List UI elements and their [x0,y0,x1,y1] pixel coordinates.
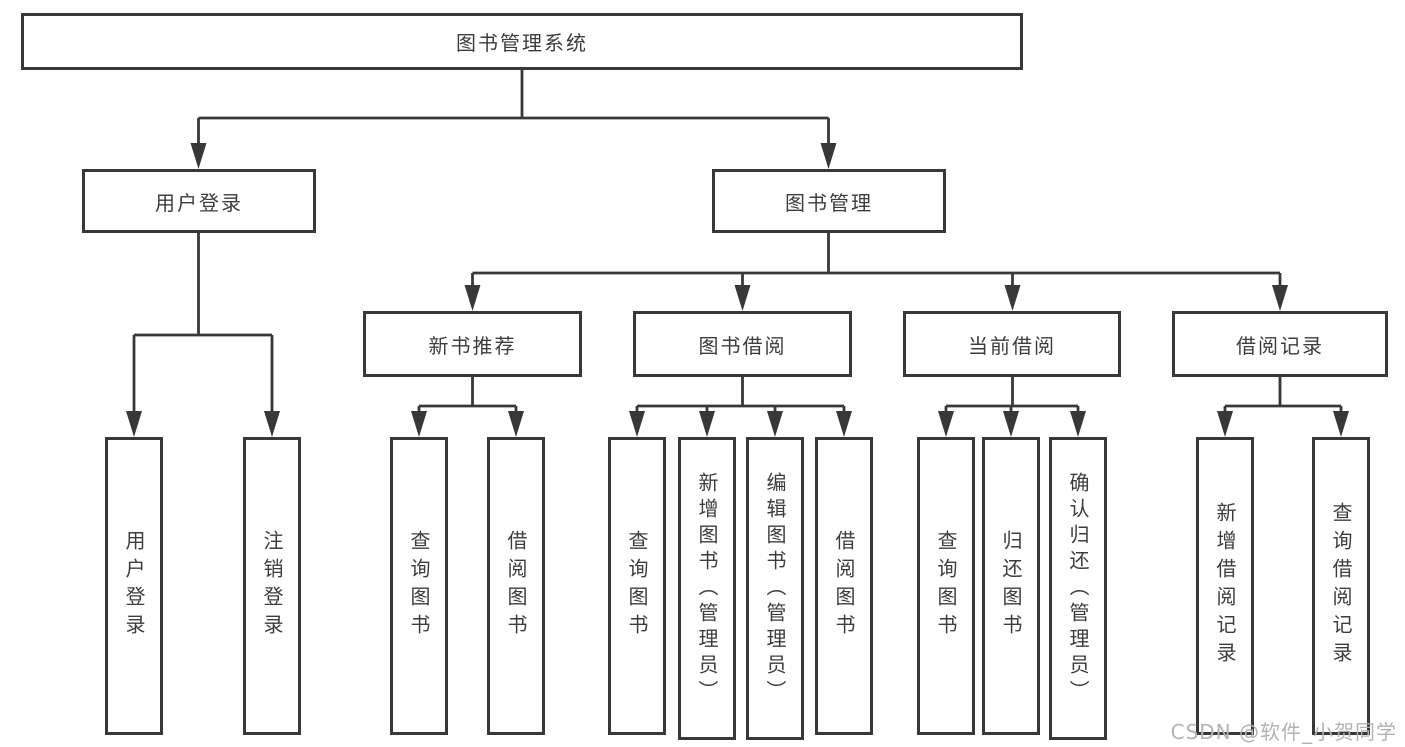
node-new-book-recommend: 新书推荐 [363,311,582,377]
arrowhead-icon [464,285,481,311]
arrowhead-icon [820,143,837,169]
arrowhead-icon [1333,411,1349,437]
node-label: 注销登录 [260,530,284,642]
node-label: 查询图书 [407,530,431,642]
arrowhead-icon [1003,411,1019,437]
node-label: 用户登录 [122,530,146,642]
leaf-return-books: 归还图书 [982,437,1040,735]
leaf-query-borrow-record: 查询借阅记录 [1312,437,1370,735]
node-label: 图书管理系统 [456,31,588,55]
node-label: 图书管理 [785,190,873,215]
node-label: 编辑图书（管理员） [763,471,787,706]
arrowhead-icon [190,143,207,169]
node-label: 查询借阅记录 [1329,502,1353,670]
arrowheads [126,143,1349,437]
node-user-login: 用户登录 [82,169,316,233]
node-label: 新书推荐 [428,333,517,358]
leaf-logout: 注销登录 [243,437,301,735]
leaf-query-books-recommend: 查询图书 [390,437,448,735]
node-book-borrowing: 图书借阅 [633,311,852,377]
leaf-confirm-return-admin: 确认归还（管理员） [1049,437,1107,740]
arrowhead-icon [734,285,751,311]
arrowhead-icon [836,411,852,437]
leaf-edit-books-admin: 编辑图书（管理员） [746,437,804,740]
node-label: 当前借阅 [968,333,1056,358]
arrowhead-icon [411,411,427,437]
arrowhead-icon [699,411,715,437]
arrowhead-icon [126,411,142,437]
node-label: 归还图书 [999,530,1023,642]
arrowhead-icon [1004,285,1021,311]
leaf-query-books-borrowing: 查询图书 [608,437,666,735]
leaf-add-books-admin: 新增图书（管理员） [678,437,736,740]
node-label: 确认归还（管理员） [1066,471,1090,706]
node-label: 借阅图书 [504,530,528,642]
arrowhead-icon [1070,411,1086,437]
node-book-management: 图书管理 [712,169,946,233]
node-label: 新增图书（管理员） [695,471,719,706]
node-book-management-system: 图书管理系统 [21,13,1023,70]
leaf-user-login: 用户登录 [105,437,163,735]
node-borrowing-records: 借阅记录 [1172,311,1388,377]
node-label: 借阅记录 [1236,333,1324,358]
node-label: 图书借阅 [698,333,787,358]
arrowhead-icon [1272,285,1288,311]
arrowhead-icon [629,411,645,437]
node-current-borrowing: 当前借阅 [903,311,1121,377]
leaf-borrow-books-borrowing: 借阅图书 [815,437,873,735]
node-label: 查询图书 [934,530,958,642]
node-label: 查询图书 [625,530,649,642]
leaf-borrow-books-recommend: 借阅图书 [487,437,545,735]
node-label: 新增借阅记录 [1213,502,1237,670]
tree-segments [134,69,1341,408]
arrowhead-icon [938,411,954,437]
leaf-query-books-current: 查询图书 [917,437,975,735]
csdn-watermark: CSDN @软件_小贺同学 [1170,720,1397,744]
arrowhead-icon [1217,411,1233,437]
node-label: 用户登录 [155,190,243,215]
arrowhead-icon [767,411,783,437]
leaf-add-borrow-record: 新增借阅记录 [1196,437,1254,735]
node-label: 借阅图书 [832,530,856,642]
arrowhead-icon [508,411,524,437]
arrowhead-icon [264,411,280,437]
